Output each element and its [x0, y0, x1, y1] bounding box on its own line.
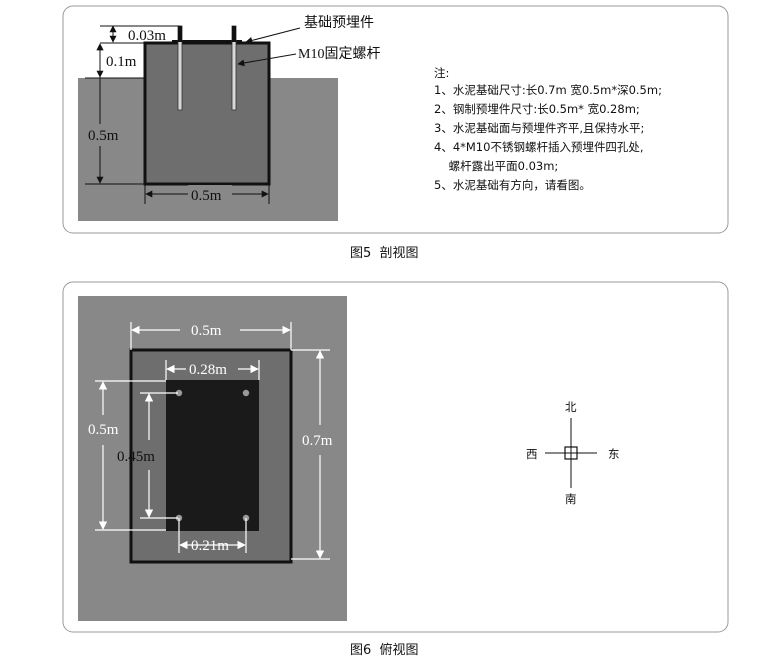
dim-label-003: 0.03m [128, 28, 166, 44]
callout-leader-embedded [245, 27, 301, 44]
embedded-plate-section [172, 40, 242, 44]
caption-fig5: 图5 剖视图 [350, 246, 419, 261]
dim-label-05v-plan: 0.5m [88, 422, 119, 438]
bolt-left-top [178, 26, 182, 42]
dim-label-05v: 0.5m [88, 128, 119, 144]
compass-center [564, 446, 578, 460]
plan-panel-frame [62, 281, 729, 633]
dim-label-021: 0.21m [191, 538, 229, 554]
compass-west: 西 [526, 447, 538, 461]
bolt-right-top [232, 26, 236, 42]
dim-label-05v-bg [86, 124, 130, 146]
bolt-hole-nw [175, 389, 183, 397]
callout-embedded: 基础预埋件 [304, 14, 374, 31]
dim-label-045: 0.45m [117, 449, 155, 465]
callout-bolt: M10固定螺杆 [298, 46, 380, 62]
callout-leader-bolt [237, 53, 297, 67]
notes-title: 注: [434, 66, 449, 80]
bolt-hole-ne [242, 389, 250, 397]
dim-label-028: 0.28m [189, 362, 227, 378]
notes-line-3: 3、水泥基础面与预埋件齐平,且保持水平; [434, 121, 644, 135]
concrete-foundation-section [143, 41, 271, 186]
dim-label-028-bg [186, 360, 238, 378]
plan-view-figure: 0.5m 0.28m 0.5m 0.45m 0.21m 0.7m [62, 281, 729, 658]
compass-south: 南 [565, 492, 577, 506]
dim-label-05w: 0.5m [191, 323, 222, 339]
section-view-figure: 0.03m 0.1m 0.5m 0.5m 基础预埋件 M10固定螺杆 注: 1、… [62, 5, 729, 261]
section-panel-frame [62, 5, 729, 234]
notes-line-6: 5、水泥基础有方向，请看图。 [434, 178, 591, 192]
caption-fig6: 图6 俯视图 [350, 642, 419, 658]
notes-line-2: 2、钢制预埋件尺寸:长0.5m* 宽0.28m; [434, 102, 640, 116]
notes-line-4: 4、4*M10不锈钢螺杆插入预埋件四孔处, [434, 140, 644, 154]
dim-label-05h-bg [188, 185, 232, 203]
dim-label-05h: 0.5m [191, 188, 222, 204]
dim-label-07: 0.7m [302, 433, 333, 449]
compass-north: 北 [565, 400, 577, 414]
notes-line-1: 1、水泥基础尺寸:长0.7m 宽0.5m*深0.5m; [434, 83, 662, 97]
embedded-plate-plan [166, 380, 259, 531]
compass-east: 东 [608, 447, 620, 461]
compass-rose: 北 南 西 东 [526, 400, 620, 506]
notes-line-5: 螺杆露出平面0.03m; [434, 159, 558, 173]
dim-label-01: 0.1m [106, 54, 137, 70]
